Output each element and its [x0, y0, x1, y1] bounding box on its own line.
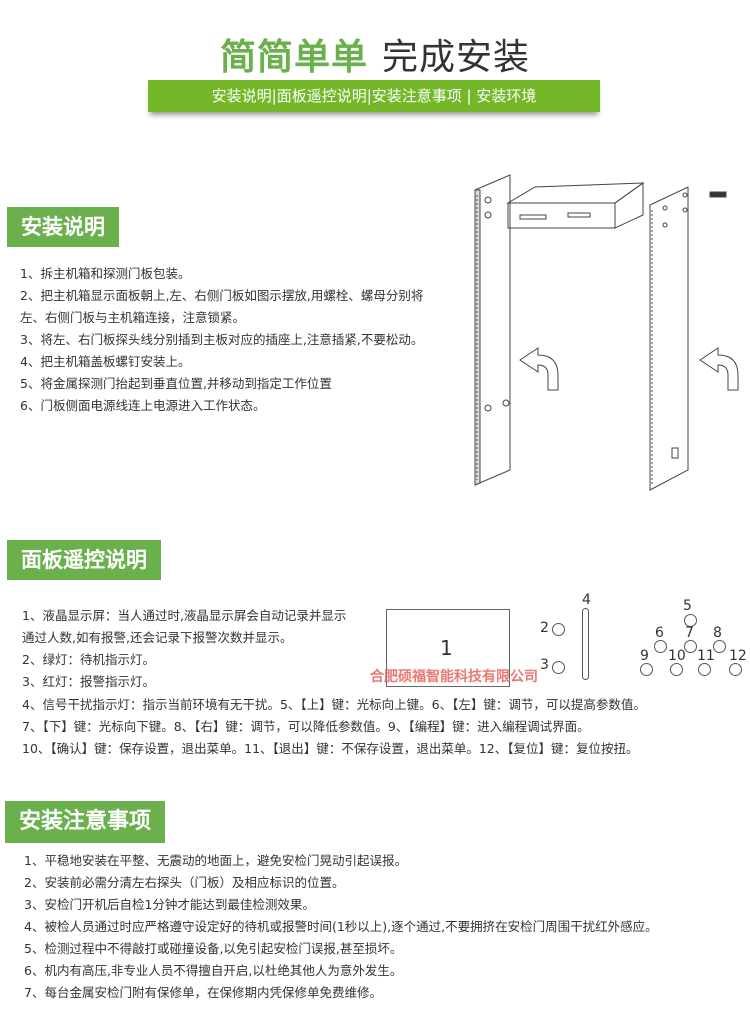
key-confirm-icon — [670, 663, 683, 676]
list-item: 5、检测过程中不得敲打或碰撞设备,以免引起安检门误报,甚至损坏。 — [24, 941, 403, 956]
label-1: 1 — [440, 636, 453, 660]
arrow-icon-left — [519, 347, 559, 391]
install-list: 1、拆主机箱和探测门板包装。 2、把主机箱显示面板朝上,左、右侧门板如图示摆放,… — [20, 263, 440, 417]
panel-heading: 面板遥控说明 — [7, 540, 161, 580]
notes-list: 1、平稳地安装在平整、无震动的地面上，避免安检门晃动引起误报。 2、安装前必需分… — [24, 850, 750, 1004]
list-item: 7、【下】键：光标向下键。8、【右】键：调节，可以降低参数值。9、【编程】键：进… — [22, 719, 590, 734]
list-item: 10、【确认】键：保存设置，退出菜单。11、【退出】键：不保存设置，退出菜单。1… — [22, 741, 639, 756]
list-item: 6、门板侧面电源线连上电源进入工作状态。 — [20, 398, 266, 413]
label-5: 5 — [683, 598, 692, 614]
list-item: 4、被检人员通过时应严格遵守设定好的待机或报警时间(1秒以上),逐个通过,不要拥… — [24, 919, 658, 934]
lcd-display-diagram — [386, 609, 510, 687]
list-item: 4、把主机箱盖板螺钉安装上。 — [20, 354, 191, 369]
key-exit-icon — [698, 663, 711, 676]
red-light-icon — [552, 661, 565, 674]
title-green: 简简单单 — [219, 37, 368, 78]
arrow-icon-right — [699, 347, 739, 391]
page-title: 简简单单完成安装 — [0, 28, 750, 80]
key-right-icon — [713, 640, 726, 653]
key-reset-icon — [729, 663, 742, 676]
title-dark: 完成安装 — [382, 37, 531, 78]
label-3: 3 — [540, 657, 549, 673]
key-down-icon — [684, 640, 697, 653]
label-9: 9 — [640, 648, 649, 664]
label-2: 2 — [540, 620, 549, 636]
list-item: 3、将左、右门板探头线分别插到主板对应的插座上,注意插紧,不要松动。 — [20, 332, 424, 347]
list-item: 2、安装前必需分清左右探头（门板）及相应标识的位置。 — [24, 875, 345, 890]
key-program-icon — [640, 663, 653, 676]
list-item: 2、把主机箱显示面板朝上,左、右侧门板如图示摆放,用螺栓、螺母分别将左、右侧门板… — [20, 288, 424, 325]
label-11: 11 — [697, 648, 715, 664]
label-10: 10 — [668, 648, 686, 664]
list-item: 1、平稳地安装在平整、无震动的地面上，避免安检门晃动引起误报。 — [24, 853, 407, 868]
panel-list: 1、液晶显示屏：当人通过时,液晶显示屏会自动记录并显示通过人数,如有报警,还会记… — [22, 605, 357, 693]
key-up-icon — [684, 614, 697, 627]
list-item: 3、红灯：报警指示灯。 — [22, 674, 155, 689]
list-item: 5、将金属探测门抬起到垂直位置,并移动到指定工作位置 — [20, 376, 332, 391]
list-item: 1、液晶显示屏：当人通过时,液晶显示屏会自动记录并显示通过人数,如有报警,还会记… — [22, 608, 347, 645]
list-item: 1、拆主机箱和探测门板包装。 — [20, 266, 191, 281]
label-6: 6 — [655, 625, 664, 641]
list-item: 4、信号干扰指示灯：指示当前环境有无干扰。5、【上】键：光标向上键。6、【左】键… — [22, 697, 646, 712]
label-4: 4 — [582, 592, 591, 608]
label-8: 8 — [713, 625, 722, 641]
notes-heading: 安装注意事项 — [5, 801, 166, 843]
watermark: 合肥硕福智能科技有限公司 — [370, 669, 538, 685]
list-item: 2、绿灯：待机指示灯。 — [22, 652, 155, 667]
list-item: 3、安检门开机后自检1分钟才能达到最佳检测效果。 — [24, 897, 315, 912]
label-12: 12 — [729, 648, 747, 664]
label-7: 7 — [685, 625, 694, 641]
interference-indicator — [582, 608, 589, 680]
install-heading: 安装说明 — [7, 207, 119, 247]
section-nav-banner: 安装说明|面板遥控说明|安装注意事项 | 安装环境 — [148, 80, 600, 112]
panel-key-list: 4、信号干扰指示灯：指示当前环境有无干扰。5、【上】键：光标向上键。6、【左】键… — [22, 694, 750, 760]
detector-gate-illustration — [474, 174, 739, 491]
key-left-icon — [654, 640, 667, 653]
green-light-icon — [552, 623, 565, 636]
list-item: 7、每台金属安检门附有保修单，在保修期内凭保修单免费维修。 — [24, 985, 382, 1000]
list-item: 6、机内有高压,非专业人员不得擅自开启,以杜绝其他人为意外发生。 — [24, 963, 403, 978]
